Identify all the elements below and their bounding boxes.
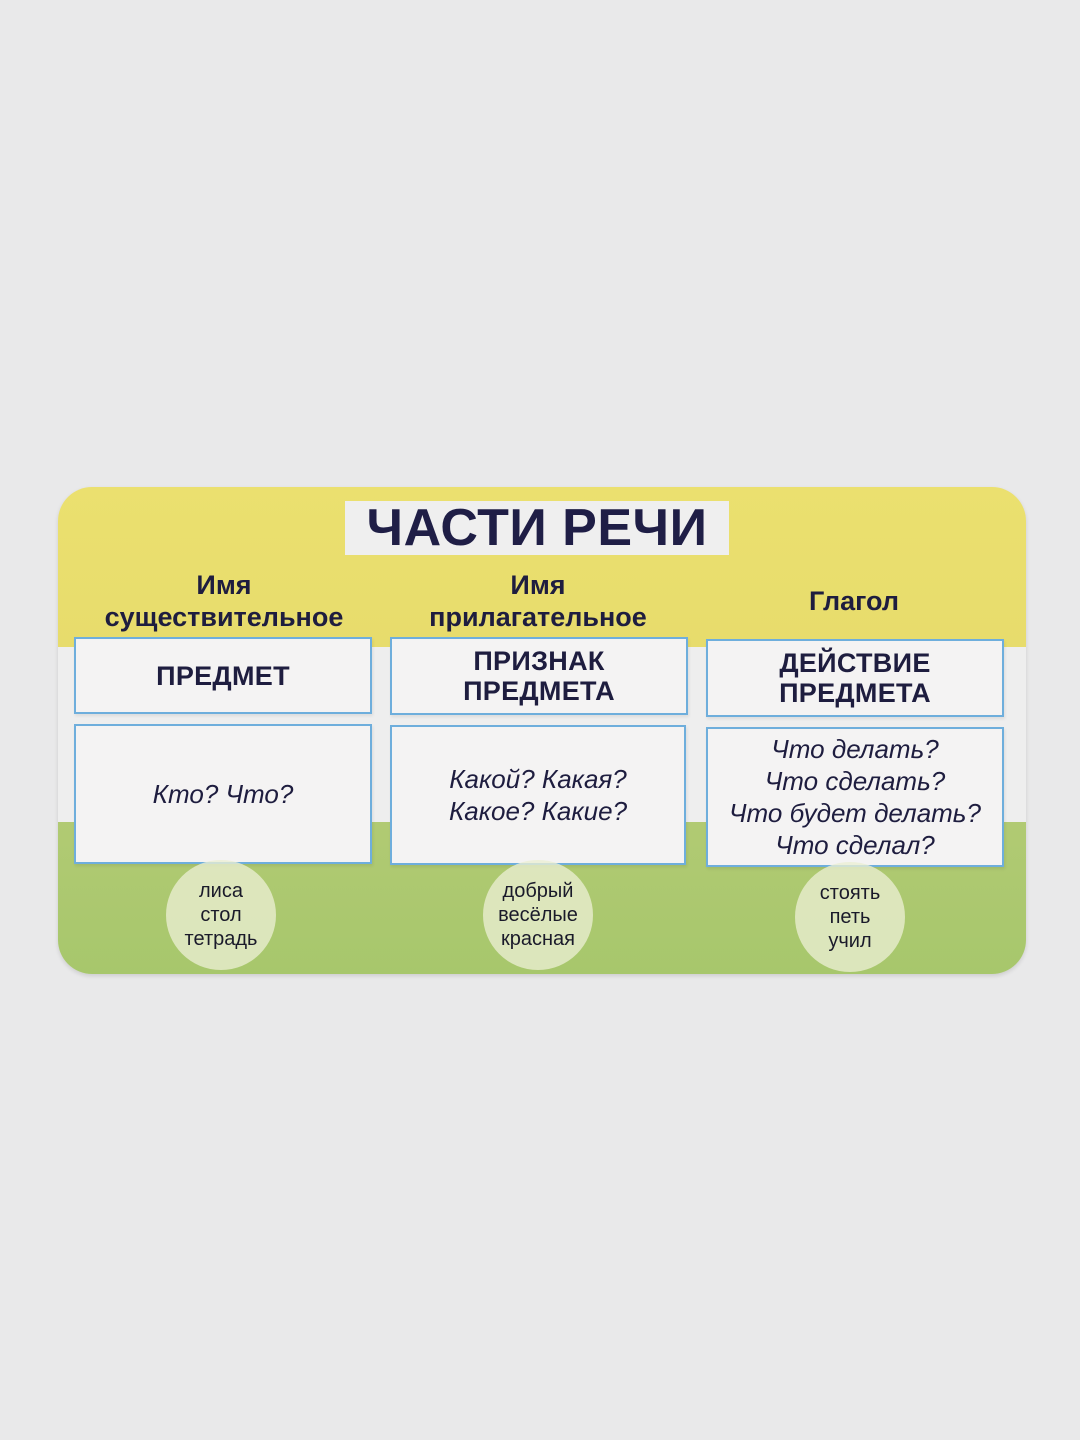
verb-heading: Глагол (706, 565, 1002, 637)
card-title: ЧАСТИ РЕЧИ (366, 499, 708, 557)
adjective-meaning-box: ПРИЗНАК ПРЕДМЕТА (390, 637, 688, 715)
verb-meaning-line-1: ДЕЙСТВИЕ (779, 648, 931, 678)
adjective-meaning-line-2: ПРЕДМЕТА (463, 676, 615, 706)
noun-meaning-box: ПРЕДМЕТ (74, 637, 372, 714)
noun-questions-box: Кто? Что? (74, 724, 372, 864)
adjective-question: Какое? Какие? (448, 796, 628, 826)
verb-meaning-box: ДЕЙСТВИЕ ПРЕДМЕТА (706, 639, 1004, 717)
noun-example: тетрадь (184, 928, 258, 950)
adjective-question: Какой? Какая? (449, 764, 627, 794)
noun-heading-line-2: существительное (104, 602, 344, 632)
verb-question: Что будет делать? (729, 798, 981, 828)
parts-of-speech-card: ЧАСТИ РЕЧИ Имя существительное ПРЕДМЕТ К… (58, 487, 1026, 974)
verb-example: стоять (819, 882, 881, 904)
noun-example: лиса (199, 880, 243, 902)
adjective-heading-line-2: прилагательное (429, 602, 647, 632)
adjective-meaning-line-1: ПРИЗНАК (473, 646, 605, 676)
adjective-heading-line-1: Имя (510, 570, 566, 600)
adjective-examples-circle: добрый весёлые красная (483, 860, 593, 970)
noun-examples-circle: лиса стол тетрадь (166, 860, 276, 970)
adjective-heading: Имя прилагательное (390, 565, 686, 637)
verb-heading-line-1: Глагол (809, 586, 899, 616)
adjective-example: добрый (502, 880, 574, 902)
verb-question: Что сделал? (775, 830, 935, 860)
verb-question: Что сделать? (764, 766, 946, 796)
noun-heading: Имя существительное (76, 565, 372, 637)
verb-examples-circle: стоять петь учил (795, 862, 905, 972)
adjective-questions-box: Какой? Какая? Какое? Какие? (390, 725, 686, 865)
adjective-example: красная (501, 928, 575, 950)
noun-example: стол (200, 904, 242, 926)
adjective-example: весёлые (498, 904, 578, 926)
noun-heading-line-1: Имя (196, 570, 252, 600)
noun-question: Кто? Что? (152, 779, 294, 809)
verb-question: Что делать? (771, 734, 939, 764)
verb-example: учил (828, 930, 872, 952)
noun-meaning: ПРЕДМЕТ (156, 660, 290, 691)
title-banner: ЧАСТИ РЕЧИ (345, 499, 729, 557)
verb-meaning-line-2: ПРЕДМЕТА (779, 678, 931, 708)
verb-questions-box: Что делать? Что сделать? Что будет делат… (706, 727, 1004, 867)
verb-example: петь (829, 906, 871, 928)
